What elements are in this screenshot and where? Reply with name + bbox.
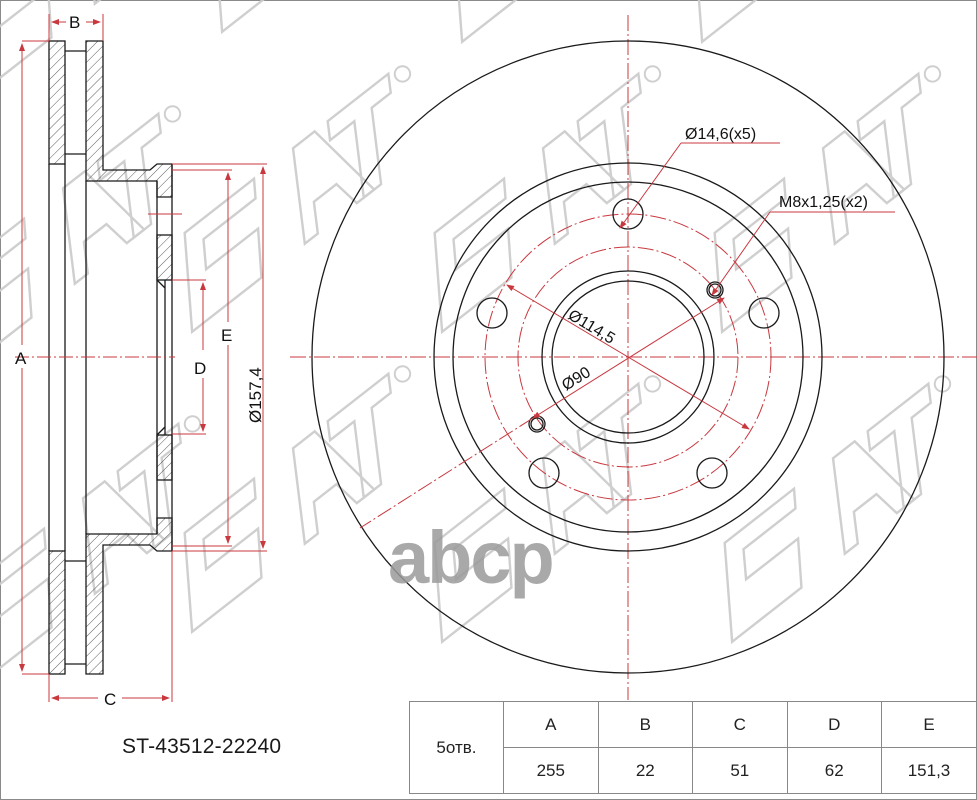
header-a: A xyxy=(502,701,599,748)
dim-label-c: C xyxy=(104,690,116,709)
dim-label-d: D xyxy=(194,359,206,378)
front-view-dimensions xyxy=(359,142,895,529)
header-e: E xyxy=(880,701,977,748)
callout-bolt-holes: Ø14,6(x5) xyxy=(685,126,756,143)
bolt-hole xyxy=(696,457,728,489)
cross-section-view xyxy=(48,40,173,675)
part-number: ST-43512-22240 xyxy=(122,735,282,758)
dim-label-a: A xyxy=(15,349,27,368)
value-d: 62 xyxy=(786,747,882,794)
callout-center-bore: Ø90 xyxy=(559,364,594,394)
dim-label-b: B xyxy=(69,13,80,32)
holes-count-cell: 5отв. xyxy=(409,701,504,794)
abcp-watermark: abcp xyxy=(388,516,555,599)
spec-table: 5отв. A B C D E 255 22 51 62 151,3 xyxy=(409,701,977,794)
header-d: D xyxy=(786,701,882,748)
header-b: B xyxy=(597,701,694,748)
callout-pcd: Ø114,5 xyxy=(565,307,618,348)
value-b: 22 xyxy=(597,747,694,794)
disc-outer-edge xyxy=(311,40,945,674)
value-e: 151,3 xyxy=(880,747,977,794)
header-c: C xyxy=(692,701,788,748)
dim-label-e: E xyxy=(221,326,232,345)
dim-label-hat-diameter: Ø157,4 xyxy=(246,367,265,423)
cross-section-dimensions xyxy=(15,14,267,702)
bolt-hole xyxy=(612,198,644,230)
bolt-hole xyxy=(528,457,560,489)
callout-threaded-holes: M8x1,25(x2) xyxy=(779,194,868,211)
value-a: 255 xyxy=(502,747,599,794)
value-c: 51 xyxy=(692,747,788,794)
